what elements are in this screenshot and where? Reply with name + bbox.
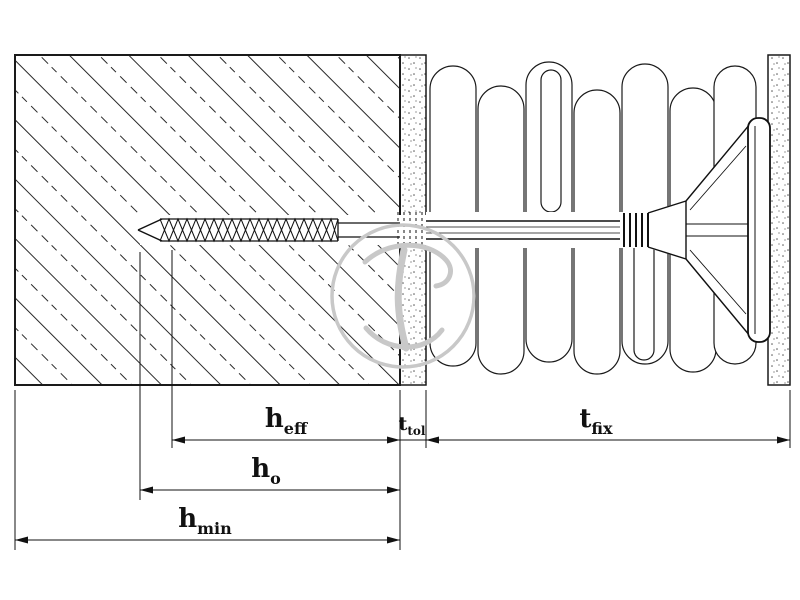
tfix-sub: fix [591, 419, 613, 438]
render-layer-right [767, 54, 791, 386]
dimension-arrows [15, 436, 790, 544]
ho-sub: o [270, 469, 281, 488]
dimension-label-heff: heff [265, 404, 308, 438]
dimension-label-ho: ho [251, 454, 281, 488]
hmin-base: h [178, 504, 197, 534]
dimension-label-ttol: ttol [399, 413, 426, 438]
dimension-lines [14, 250, 791, 550]
anchor-cone [647, 200, 687, 260]
tfix-base: t [579, 404, 591, 434]
anchor-plate [747, 117, 771, 343]
screw-tip [137, 218, 163, 242]
ttol-sub: tol [407, 424, 426, 438]
hmin-sub: min [197, 519, 232, 538]
screw-thread [159, 217, 339, 243]
ho-base: h [251, 454, 270, 484]
fastener-clearance-mask [140, 124, 750, 336]
heff-base: h [265, 404, 284, 434]
tolerance-zone [397, 212, 423, 248]
anchor-fastener [137, 123, 751, 337]
dimension-label-tfix: tfix [579, 404, 613, 438]
sleeve-ribs [623, 213, 649, 247]
heff-sub: eff [284, 419, 308, 438]
watermark-logo [330, 223, 476, 369]
plate-funnel [685, 123, 751, 337]
dimension-label-hmin: hmin [178, 504, 232, 538]
ttol-base: t [399, 413, 408, 435]
